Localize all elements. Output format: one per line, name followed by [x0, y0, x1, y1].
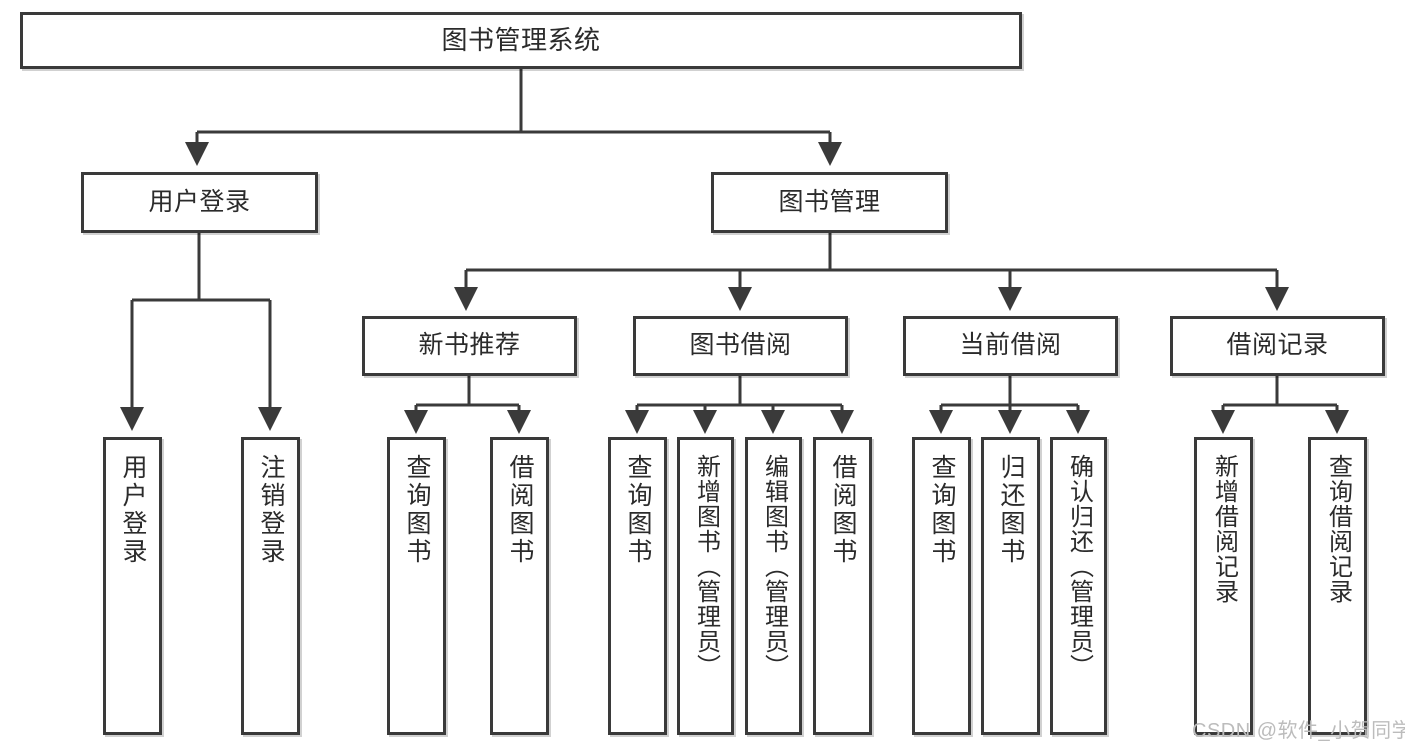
node-borrow-record[interactable]: 借阅记录 — [1170, 316, 1385, 376]
node-leaf-borrow-book-1[interactable]: 借阅图书 — [490, 437, 549, 735]
node-leaf-borrow-book-2[interactable]: 借阅图书 — [813, 437, 872, 735]
node-new-book-rec[interactable]: 新书推荐 — [362, 316, 577, 376]
node-leaf-add-record[interactable]: 新增借阅记录 — [1194, 437, 1253, 735]
node-leaf-user-login[interactable]: 用户登录 — [103, 437, 162, 735]
node-leaf-query-book-3-label: 查询图书 — [928, 454, 956, 566]
node-user-login[interactable]: 用户登录 — [81, 172, 318, 233]
node-leaf-add-record-label: 新增借阅记录 — [1210, 454, 1238, 604]
node-new-book-rec-label: 新书推荐 — [418, 331, 521, 360]
node-leaf-query-book-1-label: 查询图书 — [403, 454, 431, 566]
node-book-manage-label: 图书管理 — [778, 187, 881, 216]
node-leaf-query-book-2[interactable]: 查询图书 — [608, 437, 667, 735]
watermark: CSDN @软件_小贺同学 — [1192, 720, 1405, 742]
node-leaf-return-book-label: 归还图书 — [997, 454, 1025, 566]
node-leaf-borrow-book-2-label: 借阅图书 — [829, 454, 857, 566]
node-user-login-label: 用户登录 — [148, 187, 251, 216]
node-book-borrow[interactable]: 图书借阅 — [633, 316, 848, 376]
node-leaf-query-record[interactable]: 查询借阅记录 — [1308, 437, 1367, 735]
node-borrow-record-label: 借阅记录 — [1226, 331, 1329, 360]
node-book-borrow-label: 图书借阅 — [689, 331, 792, 360]
node-leaf-query-book-1[interactable]: 查询图书 — [387, 437, 446, 735]
node-root-label: 图书管理系统 — [441, 25, 601, 56]
node-current-borrow-label: 当前借阅 — [959, 331, 1062, 360]
node-leaf-add-book-label: 新增图书（管理员） — [692, 454, 720, 679]
node-leaf-query-book-3[interactable]: 查询图书 — [912, 437, 971, 735]
node-leaf-user-logout-label: 注销登录 — [257, 454, 285, 566]
node-book-manage[interactable]: 图书管理 — [711, 172, 948, 233]
node-leaf-edit-book[interactable]: 编辑图书（管理员） — [745, 437, 802, 735]
node-leaf-add-book[interactable]: 新增图书（管理员） — [677, 437, 734, 735]
node-leaf-edit-book-label: 编辑图书（管理员） — [760, 454, 788, 679]
node-leaf-query-record-label: 查询借阅记录 — [1324, 454, 1352, 604]
node-current-borrow[interactable]: 当前借阅 — [903, 316, 1118, 376]
node-leaf-return-book[interactable]: 归还图书 — [981, 437, 1040, 735]
node-leaf-confirm-return-label: 确认归还（管理员） — [1065, 454, 1093, 679]
node-leaf-confirm-return[interactable]: 确认归还（管理员） — [1050, 437, 1107, 735]
node-leaf-borrow-book-1-label: 借阅图书 — [506, 454, 534, 566]
node-leaf-user-login-label: 用户登录 — [119, 454, 147, 566]
node-leaf-query-book-2-label: 查询图书 — [624, 454, 652, 566]
node-leaf-user-logout[interactable]: 注销登录 — [241, 437, 300, 735]
node-root[interactable]: 图书管理系统 — [20, 12, 1022, 69]
